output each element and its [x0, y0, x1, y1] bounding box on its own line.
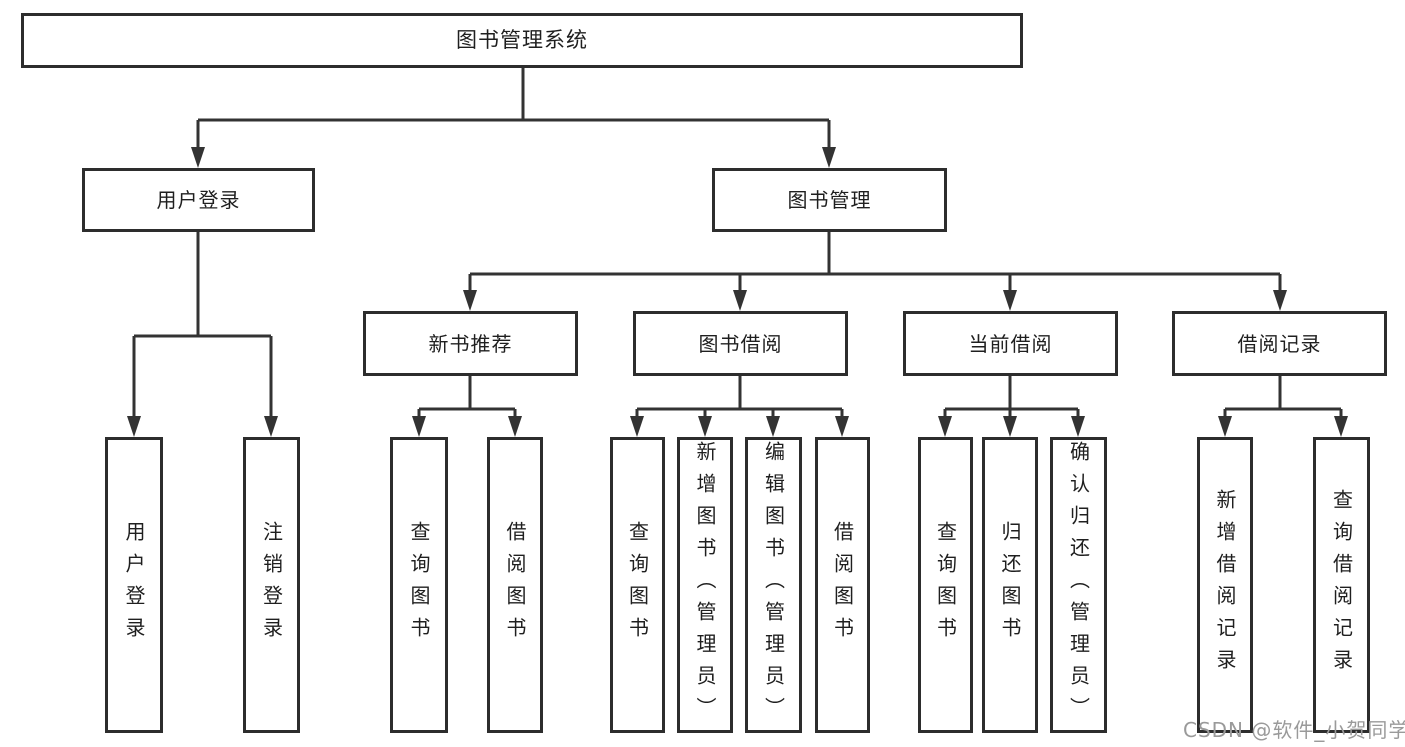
tree-edges	[132, 68, 1343, 418]
leaf-query-borrow-record: 查询借阅记录	[1313, 437, 1370, 733]
leaf-logout: 注销登录	[243, 437, 300, 733]
leaf-query-books-current: 查询图书	[918, 437, 973, 733]
node-label: 查询图书	[407, 521, 431, 649]
node-label: 注销登录	[259, 521, 284, 649]
leaf-edit-book-admin: 编辑图书（管理员）	[745, 437, 802, 733]
leaf-user-login: 用户登录	[105, 437, 163, 733]
node-label: 查询图书	[625, 521, 650, 649]
node-label: 编辑图书（管理员）	[761, 441, 786, 729]
node-label: 图书管理	[787, 188, 872, 212]
leaf-return-book: 归还图书	[982, 437, 1038, 733]
node-label: 借阅图书	[830, 521, 855, 649]
leaf-confirm-return-admin: 确认归还（管理员）	[1050, 437, 1107, 733]
node-label: 借阅记录	[1237, 331, 1322, 356]
leaf-add-borrow-record: 新增借阅记录	[1197, 437, 1253, 733]
leaf-query-books-borrowing: 查询图书	[610, 437, 665, 733]
watermark: CSDN @软件_小贺同学	[1183, 718, 1405, 742]
node-label: 新书推荐	[428, 331, 513, 356]
node-new-book-recommend: 新书推荐	[363, 311, 578, 376]
node-library-system: 图书管理系统	[21, 13, 1023, 68]
node-label: 确认归还（管理员）	[1066, 441, 1091, 729]
node-label: 当前借阅	[968, 331, 1053, 356]
node-label: 图书借阅	[698, 331, 783, 356]
node-borrowing-records: 借阅记录	[1172, 311, 1387, 376]
arrowheads	[127, 147, 1348, 437]
node-book-borrowing: 图书借阅	[633, 311, 848, 376]
node-label: 新增图书（管理员）	[693, 441, 717, 729]
node-label: 用户登录	[122, 521, 146, 649]
leaf-add-book-admin: 新增图书（管理员）	[677, 437, 733, 733]
leaf-query-books-recommend: 查询图书	[390, 437, 448, 733]
leaf-borrow-books: 借阅图书	[815, 437, 870, 733]
node-label: 借阅图书	[503, 521, 527, 649]
leaf-borrow-books-recommend: 借阅图书	[487, 437, 543, 733]
node-label: 图书管理系统	[456, 28, 588, 52]
node-label: 查询借阅记录	[1329, 489, 1354, 681]
node-label: 新增借阅记录	[1213, 489, 1237, 681]
node-user-login: 用户登录	[82, 168, 315, 232]
node-label: 查询图书	[933, 521, 958, 649]
node-label: 归还图书	[998, 521, 1022, 649]
node-label: 用户登录	[156, 188, 241, 212]
node-current-borrowing: 当前借阅	[903, 311, 1118, 376]
node-book-management: 图书管理	[712, 168, 947, 232]
